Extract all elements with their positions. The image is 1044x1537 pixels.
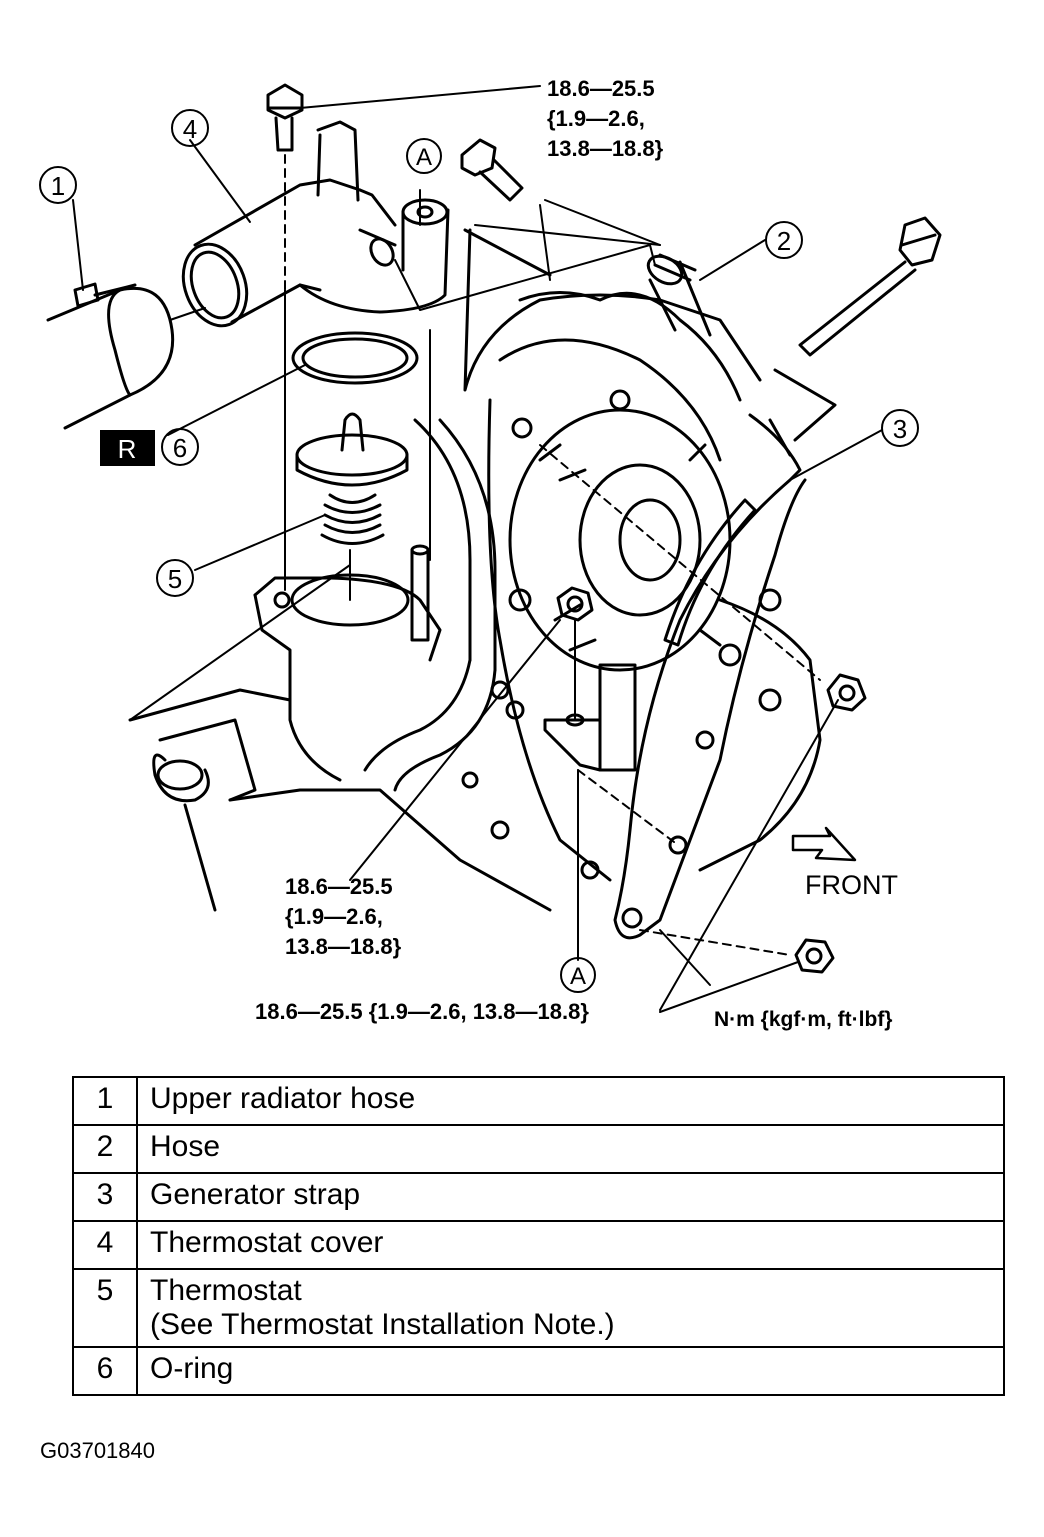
callout-1: 1 bbox=[39, 166, 77, 204]
torque-label-top: 18.6—25.5 {1.9—2.6, 13.8—18.8} bbox=[547, 76, 664, 161]
reference-mark-a-bottom: A bbox=[560, 957, 596, 993]
center-nut bbox=[556, 586, 594, 721]
svg-text:5: 5 bbox=[168, 564, 182, 594]
callout-2: 2 bbox=[765, 221, 803, 259]
table-row: 5 Thermostat (See Thermostat Installatio… bbox=[72, 1268, 1005, 1348]
leader-lines bbox=[72, 85, 883, 1013]
svg-text:6: 6 bbox=[173, 433, 187, 463]
legend-number: 1 bbox=[72, 1076, 138, 1126]
legend-number: 5 bbox=[72, 1268, 138, 1348]
bottom-nut bbox=[794, 938, 835, 974]
legend-number: 3 bbox=[72, 1172, 138, 1222]
table-row: 2 Hose bbox=[72, 1124, 1005, 1174]
callout-5: 5 bbox=[156, 559, 194, 597]
table-row: 4 Thermostat cover bbox=[72, 1220, 1005, 1270]
upper-bolt bbox=[460, 138, 524, 202]
parts-legend-table: 1 Upper radiator hose 2 Hose 3 Generator… bbox=[72, 1076, 1005, 1396]
callout-6: 6 bbox=[161, 428, 199, 466]
generator bbox=[461, 228, 822, 882]
svg-text:A: A bbox=[416, 144, 432, 171]
figure-code: G03701840 bbox=[40, 1438, 155, 1463]
callout-3: 3 bbox=[881, 409, 919, 447]
legend-number: 2 bbox=[72, 1124, 138, 1174]
reference-mark-a-top: A bbox=[406, 138, 442, 174]
alignment-lines bbox=[539, 444, 821, 956]
cover-bolt bbox=[266, 83, 304, 591]
legend-description-line2: (See Thermostat Installation Note.) bbox=[150, 1308, 615, 1341]
thermostat-cover bbox=[181, 120, 450, 328]
thermostat-housing bbox=[253, 329, 497, 782]
svg-text:4: 4 bbox=[183, 114, 197, 144]
bypass-pipe bbox=[363, 658, 497, 792]
small-hose bbox=[646, 253, 712, 337]
thermostat bbox=[295, 412, 409, 545]
legend-description: Upper radiator hose bbox=[136, 1076, 1005, 1126]
legend-description: Thermostat (See Thermostat Installation … bbox=[136, 1268, 1005, 1348]
replace-badge: R bbox=[100, 430, 155, 466]
legend-number: 6 bbox=[72, 1346, 138, 1396]
legend-description: O-ring bbox=[136, 1346, 1005, 1396]
svg-text:2: 2 bbox=[777, 226, 791, 256]
front-arrow-icon bbox=[791, 826, 857, 862]
o-ring bbox=[291, 331, 419, 385]
front-label: FRONT bbox=[805, 870, 898, 900]
svg-text:1: 1 bbox=[51, 171, 65, 201]
table-row: 1 Upper radiator hose bbox=[72, 1076, 1005, 1126]
generator-strap bbox=[613, 413, 807, 940]
table-row: 6 O-ring bbox=[72, 1346, 1005, 1396]
units-label: N·m {kgf·m, ft·lbf} bbox=[714, 1008, 893, 1031]
legend-description: Generator strap bbox=[136, 1172, 1005, 1222]
torque-label-bottom: 18.6—25.5 {1.9—2.6, 13.8—18.8} bbox=[255, 999, 589, 1024]
legend-number: 4 bbox=[72, 1220, 138, 1270]
strap-bolt bbox=[773, 216, 942, 442]
legend-description-line1: Thermostat bbox=[150, 1274, 302, 1307]
svg-text:R: R bbox=[118, 434, 137, 464]
legend-description: Thermostat cover bbox=[136, 1220, 1005, 1270]
engine-block bbox=[128, 688, 552, 912]
torque-label-middle: 18.6—25.5 {1.9—2.6, 13.8—18.8} bbox=[285, 874, 402, 959]
callout-4: 4 bbox=[171, 109, 209, 147]
right-nut bbox=[826, 673, 867, 712]
legend-description: Hose bbox=[136, 1124, 1005, 1174]
svg-text:3: 3 bbox=[893, 414, 907, 444]
svg-text:A: A bbox=[570, 963, 586, 990]
upper-radiator-hose bbox=[46, 282, 175, 430]
table-row: 3 Generator strap bbox=[72, 1172, 1005, 1222]
exploded-view-diagram: 1 2 3 4 5 6 A A R bbox=[39, 83, 942, 1013]
